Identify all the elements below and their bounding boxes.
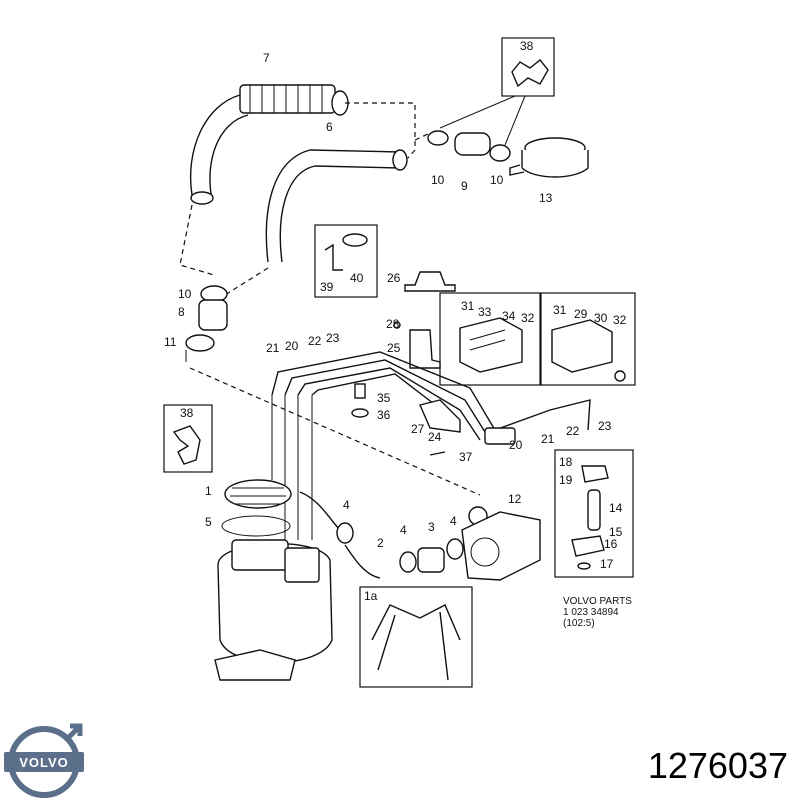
callout: 37 [459, 450, 473, 464]
callout: 40 [350, 271, 364, 285]
callout: 29 [574, 307, 588, 321]
callout: 1 [205, 484, 212, 498]
bracket-26 [404, 271, 456, 292]
callout: 28 [386, 317, 400, 331]
callout: 14 [609, 501, 623, 515]
valve-20 [484, 427, 516, 445]
bracket-1a [371, 604, 461, 641]
callout: 13 [539, 191, 553, 205]
fitting-35 [354, 383, 366, 399]
callout: 31 [461, 299, 475, 313]
callout: 10 [431, 173, 445, 187]
callout: 4 [450, 514, 457, 528]
callout: 6 [326, 120, 333, 134]
callout: 3 [428, 520, 435, 534]
callout: 8 [178, 305, 185, 319]
callout: 10 [178, 287, 192, 301]
callout: 19 [559, 473, 573, 487]
callout: 21 [541, 432, 555, 446]
callout: 17 [600, 557, 614, 571]
callout: 31 [553, 303, 567, 317]
callout: 39 [320, 280, 334, 294]
leader-line [224, 267, 269, 296]
callout: 7 [263, 51, 270, 65]
callout: 10 [490, 173, 504, 187]
callout: 27 [411, 422, 425, 436]
callout: 23 [326, 331, 340, 345]
callout: 38 [520, 39, 534, 53]
callout: 24 [428, 430, 442, 444]
bracket-25 [409, 329, 441, 369]
callout: 20 [509, 438, 523, 452]
callout: 2 [377, 536, 384, 550]
callout: 32 [613, 313, 627, 327]
leader-line [179, 204, 215, 276]
clip-38-icon [511, 59, 549, 88]
turbocharger-12 [461, 506, 541, 581]
hose-6 [265, 149, 408, 263]
hose-connector-group [185, 285, 228, 362]
air-cleaner [214, 479, 333, 681]
brand-logo-text: VOLVO [19, 755, 69, 770]
callout: 38 [180, 406, 194, 420]
volvo-logo-icon: VOLVO [4, 723, 84, 798]
leader-line [345, 102, 416, 159]
footer-line: (102:5) [563, 618, 595, 629]
callout: 4 [400, 523, 407, 537]
callout: 11 [164, 335, 177, 349]
callout: 35 [377, 391, 391, 405]
callout: 9 [461, 179, 468, 193]
detail-box-1a [359, 586, 473, 688]
spring-37 [429, 451, 446, 456]
callout: 4 [343, 498, 350, 512]
callout: 21 [266, 341, 280, 355]
callout-labels: 7 6 38 10 9 10 13 40 39 26 10 8 11 38 31… [164, 39, 627, 603]
footer-line: VOLVO PARTS [563, 596, 632, 607]
vacuum-lines [271, 351, 591, 540]
callout: 20 [285, 339, 299, 353]
callout: 22 [566, 424, 580, 438]
bracket-24 [419, 399, 461, 433]
callout: 16 [604, 537, 618, 551]
callout: 33 [478, 305, 492, 319]
callout: 15 [609, 525, 623, 539]
intake-pipe-group [427, 130, 589, 178]
callout: 18 [559, 455, 573, 469]
callout: 22 [308, 334, 322, 348]
callout: 5 [205, 515, 212, 529]
callout: 32 [521, 311, 535, 325]
callout: 23 [598, 419, 612, 433]
callout: 34 [502, 309, 516, 323]
hose-7 [189, 84, 349, 205]
callout: 26 [387, 271, 401, 285]
leader-line [414, 132, 431, 141]
footer-line: 1 023 34894 [563, 607, 619, 618]
turbo-hoses [299, 491, 464, 579]
callout: 30 [594, 311, 608, 325]
clip-38-icon [172, 425, 201, 465]
callout: 25 [387, 341, 401, 355]
callout: 36 [377, 408, 391, 422]
callout: 12 [508, 492, 522, 506]
leader-line [189, 367, 481, 496]
part-number: 1276037 [648, 745, 788, 786]
callout: 1a [364, 589, 378, 603]
